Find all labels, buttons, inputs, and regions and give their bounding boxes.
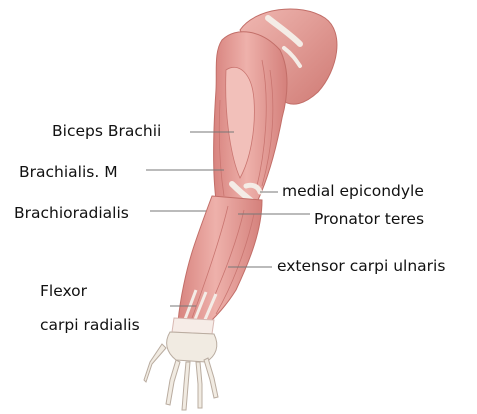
label-pronator-teres: Pronator teres [314,212,424,228]
label-medial-epicondyle: medial epicondyle [282,184,424,200]
label-extensor-carpi-ulnaris: extensor carpi ulnaris [277,259,445,275]
label-flexor-line2: carpi radialis [40,318,140,334]
label-biceps-brachii: Biceps Brachii [52,124,161,140]
label-brachialis: Brachialis. M [19,165,118,181]
hand-palm [167,332,217,362]
label-brachioradialis: Brachioradialis [14,206,129,222]
label-flexor-line1: Flexor [40,284,87,300]
wrist-retinaculum [172,318,214,334]
